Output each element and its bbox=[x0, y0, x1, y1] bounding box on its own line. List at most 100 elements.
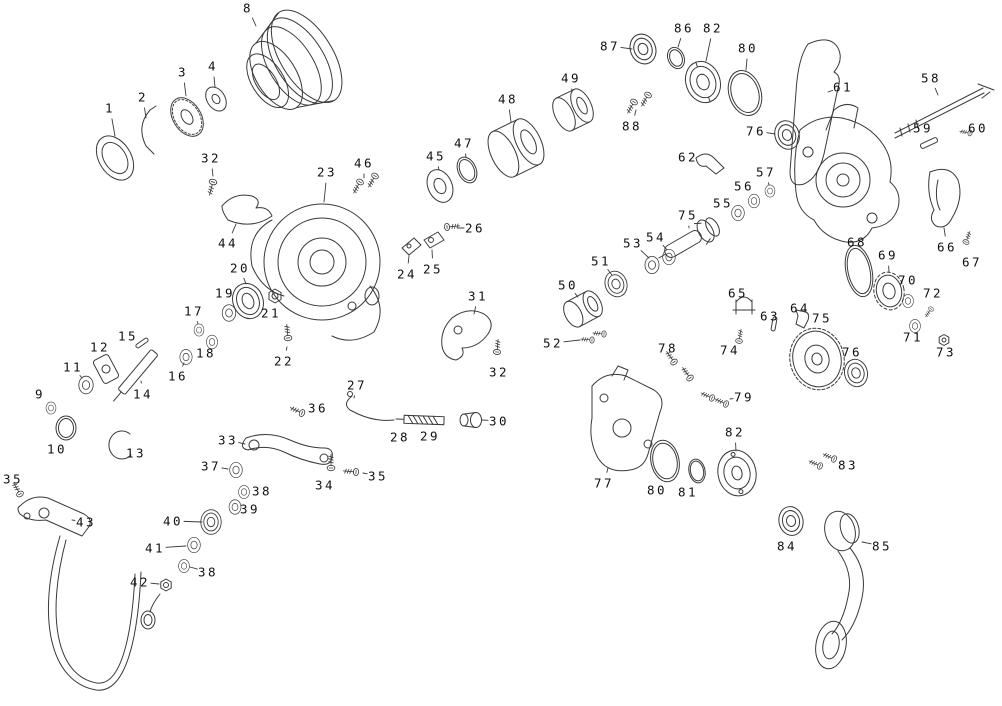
part-15-pin bbox=[135, 337, 149, 349]
part-label-21-18: 21 bbox=[261, 306, 281, 321]
part-leader-23-7 bbox=[323, 182, 327, 203]
part-label-70-73: 70 bbox=[898, 273, 918, 288]
part-leader-80-52 bbox=[745, 58, 748, 71]
part-label-84-90: 84 bbox=[777, 539, 797, 554]
part-label-74-80: 74 bbox=[720, 343, 740, 358]
part-bail-wire bbox=[47, 535, 142, 691]
part-leader-54-64 bbox=[662, 244, 668, 251]
part-77-side-cover bbox=[590, 365, 663, 472]
part-label-65-77: 65 bbox=[728, 286, 748, 301]
part-leader-33-37 bbox=[238, 442, 246, 445]
part-73-nut bbox=[938, 334, 950, 346]
part-label-41-44: 41 bbox=[145, 541, 165, 556]
part-label-18-20: 18 bbox=[196, 346, 216, 361]
part-label-79-84: 79 bbox=[734, 390, 754, 405]
part-35a-screw bbox=[342, 466, 360, 477]
part-53-washer bbox=[644, 256, 660, 274]
part-label-83-89: 83 bbox=[838, 458, 858, 473]
part-leader-22-29 bbox=[285, 346, 288, 351]
part-label-32-5: 32 bbox=[201, 151, 221, 166]
part-label-30-36: 30 bbox=[489, 414, 509, 429]
part-64-clip bbox=[795, 309, 810, 329]
part-67-screw bbox=[961, 230, 974, 246]
part-82a-rotor-nut bbox=[684, 60, 722, 104]
part-label-68-71: 68 bbox=[847, 235, 867, 250]
part-42-nut bbox=[160, 578, 172, 592]
part-50-collar bbox=[563, 290, 603, 328]
part-65-clip bbox=[732, 296, 756, 315]
part-leader-45-9 bbox=[437, 166, 440, 171]
part-label-4-3: 4 bbox=[208, 59, 218, 74]
part-88-screws bbox=[624, 90, 653, 116]
part-label-67-70: 67 bbox=[962, 255, 982, 270]
part-1-drag-knob-ring bbox=[95, 135, 135, 181]
part-23-rotor bbox=[250, 203, 381, 341]
part-label-87-49: 87 bbox=[600, 39, 620, 54]
part-label-25-15: 25 bbox=[423, 262, 443, 277]
part-46-screws bbox=[350, 171, 380, 196]
part-label-46-8: 46 bbox=[354, 156, 374, 171]
part-label-56-61: 56 bbox=[734, 179, 754, 194]
part-label-43-48: 43 bbox=[76, 515, 96, 530]
part-label-11-25: 11 bbox=[63, 360, 83, 375]
part-22-screw bbox=[282, 323, 293, 342]
part-label-52-68: 52 bbox=[543, 336, 563, 351]
part-leader-2-1 bbox=[144, 107, 147, 119]
part-leader-52-68 bbox=[563, 339, 581, 343]
part-27-kick-wire bbox=[346, 391, 395, 421]
part-label-38-41: 38 bbox=[252, 484, 272, 499]
part-24-clip-plate bbox=[401, 237, 422, 256]
part-label-19-17: 19 bbox=[215, 286, 235, 301]
part-21-nut bbox=[268, 288, 282, 304]
part-label-76-58: 76 bbox=[746, 124, 766, 139]
part-leader-16-22 bbox=[182, 362, 185, 367]
part-label-9-26: 9 bbox=[35, 387, 45, 402]
part-leader-41-44 bbox=[165, 545, 187, 548]
part-label-59-55: 59 bbox=[913, 121, 933, 136]
part-label-55-62: 55 bbox=[713, 196, 733, 211]
part-80b-friction-washer bbox=[650, 439, 680, 483]
part-40-bearing bbox=[200, 509, 222, 535]
part-58-oscillating-shaft bbox=[894, 83, 995, 139]
part-4-washer bbox=[205, 86, 227, 112]
part-16-washer bbox=[179, 349, 193, 365]
part-44-clutch-plate bbox=[221, 194, 273, 225]
part-66-kick-lever bbox=[928, 168, 961, 228]
part-label-17-19: 17 bbox=[184, 304, 204, 319]
part-61-body-plate bbox=[789, 39, 841, 186]
part-label-26-13: 26 bbox=[465, 221, 485, 236]
part-label-71-75: 71 bbox=[903, 330, 923, 345]
part-leader-61-53 bbox=[827, 90, 834, 93]
part-32a-screw bbox=[205, 177, 218, 197]
part-30-spring-guide bbox=[459, 412, 482, 428]
part-75b-drive-gear bbox=[789, 327, 845, 391]
part-45-washer bbox=[426, 169, 454, 203]
part-83-screws bbox=[807, 450, 838, 471]
part-leader-58-54 bbox=[934, 87, 939, 96]
part-label-51-66: 51 bbox=[591, 254, 611, 269]
part-label-15-21: 15 bbox=[118, 329, 138, 344]
part-leader-44-6 bbox=[231, 223, 237, 234]
part-63-pin bbox=[770, 316, 778, 332]
part-label-72-74: 72 bbox=[923, 286, 943, 301]
part-label-13-28: 13 bbox=[126, 446, 146, 461]
part-label-47-10: 47 bbox=[454, 136, 474, 151]
part-leader-82-51 bbox=[705, 38, 712, 62]
part-leader-35-40 bbox=[362, 472, 368, 475]
part-body-housing bbox=[794, 104, 900, 243]
part-86-ring bbox=[667, 46, 685, 70]
part-55-washer bbox=[731, 204, 745, 222]
part-label-42-46: 42 bbox=[130, 575, 150, 590]
part-leader-1-0 bbox=[111, 118, 116, 137]
part-28-29-bail-spring bbox=[395, 414, 445, 426]
part-label-24-14: 24 bbox=[397, 267, 417, 282]
part-80a-friction-washer bbox=[727, 70, 763, 116]
part-label-40-43: 40 bbox=[163, 514, 183, 529]
part-label-22-29: 22 bbox=[274, 354, 294, 369]
part-85-handle-assembly bbox=[815, 510, 864, 670]
part-label-57-60: 57 bbox=[756, 165, 776, 180]
part-label-78-83: 78 bbox=[658, 341, 678, 356]
part-33-crank-arm bbox=[242, 434, 333, 465]
part-70-washer bbox=[902, 294, 914, 308]
part-leader-76-58 bbox=[766, 132, 776, 135]
